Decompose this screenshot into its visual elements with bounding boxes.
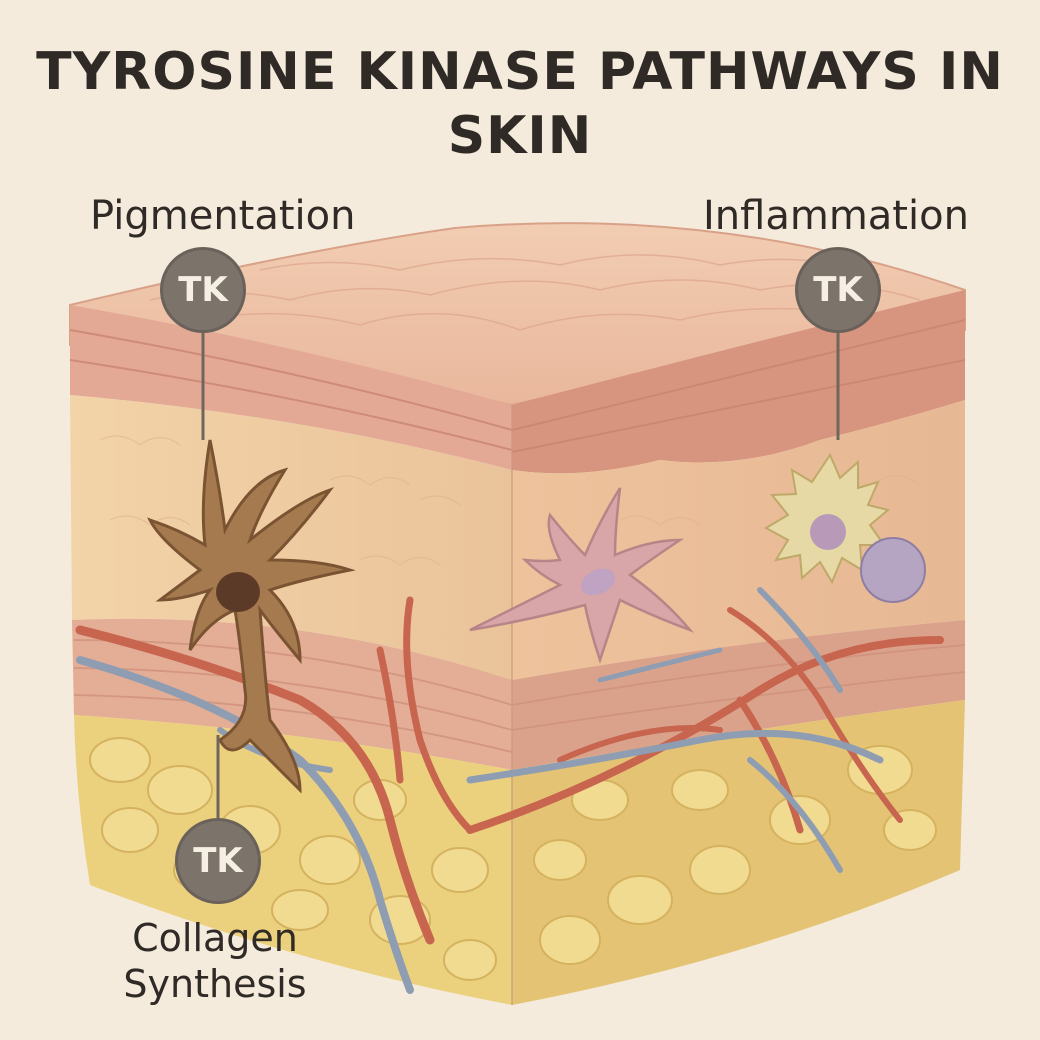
collagen-fibers [73,639,966,753]
fibroblast-cell [469,487,694,664]
title-line-1: TYROSINE KINASE PATHWAYS IN [36,42,1004,102]
epidermis-right [512,290,965,474]
surface-texture [149,254,921,331]
deep-dermis-right [512,620,965,770]
tk-badge-inflammation: TK [795,247,881,333]
collagen-label-line-2: Synthesis [123,962,307,1006]
blood-vessels [75,587,944,994]
inflammation-label: Inflammation [703,193,969,239]
pigmentation-label: Pigmentation [90,193,356,239]
melanocyte-cell [147,439,356,794]
epidermis-left [70,305,512,470]
immune-cell [763,452,926,603]
collagen-synthesis-label: Collagen Synthesis [80,915,350,1007]
epidermis-bands [69,319,966,453]
tk-badge-collagen: TK [175,818,261,904]
badge-connectors [201,333,840,818]
title-line-2: SKIN [447,106,593,166]
page-title: TYROSINE KINASE PATHWAYS IN SKIN [0,40,1040,168]
fat-cells [89,737,937,981]
tk-badge-pigmentation: TK [160,247,246,333]
collagen-label-line-1: Collagen [132,916,298,960]
